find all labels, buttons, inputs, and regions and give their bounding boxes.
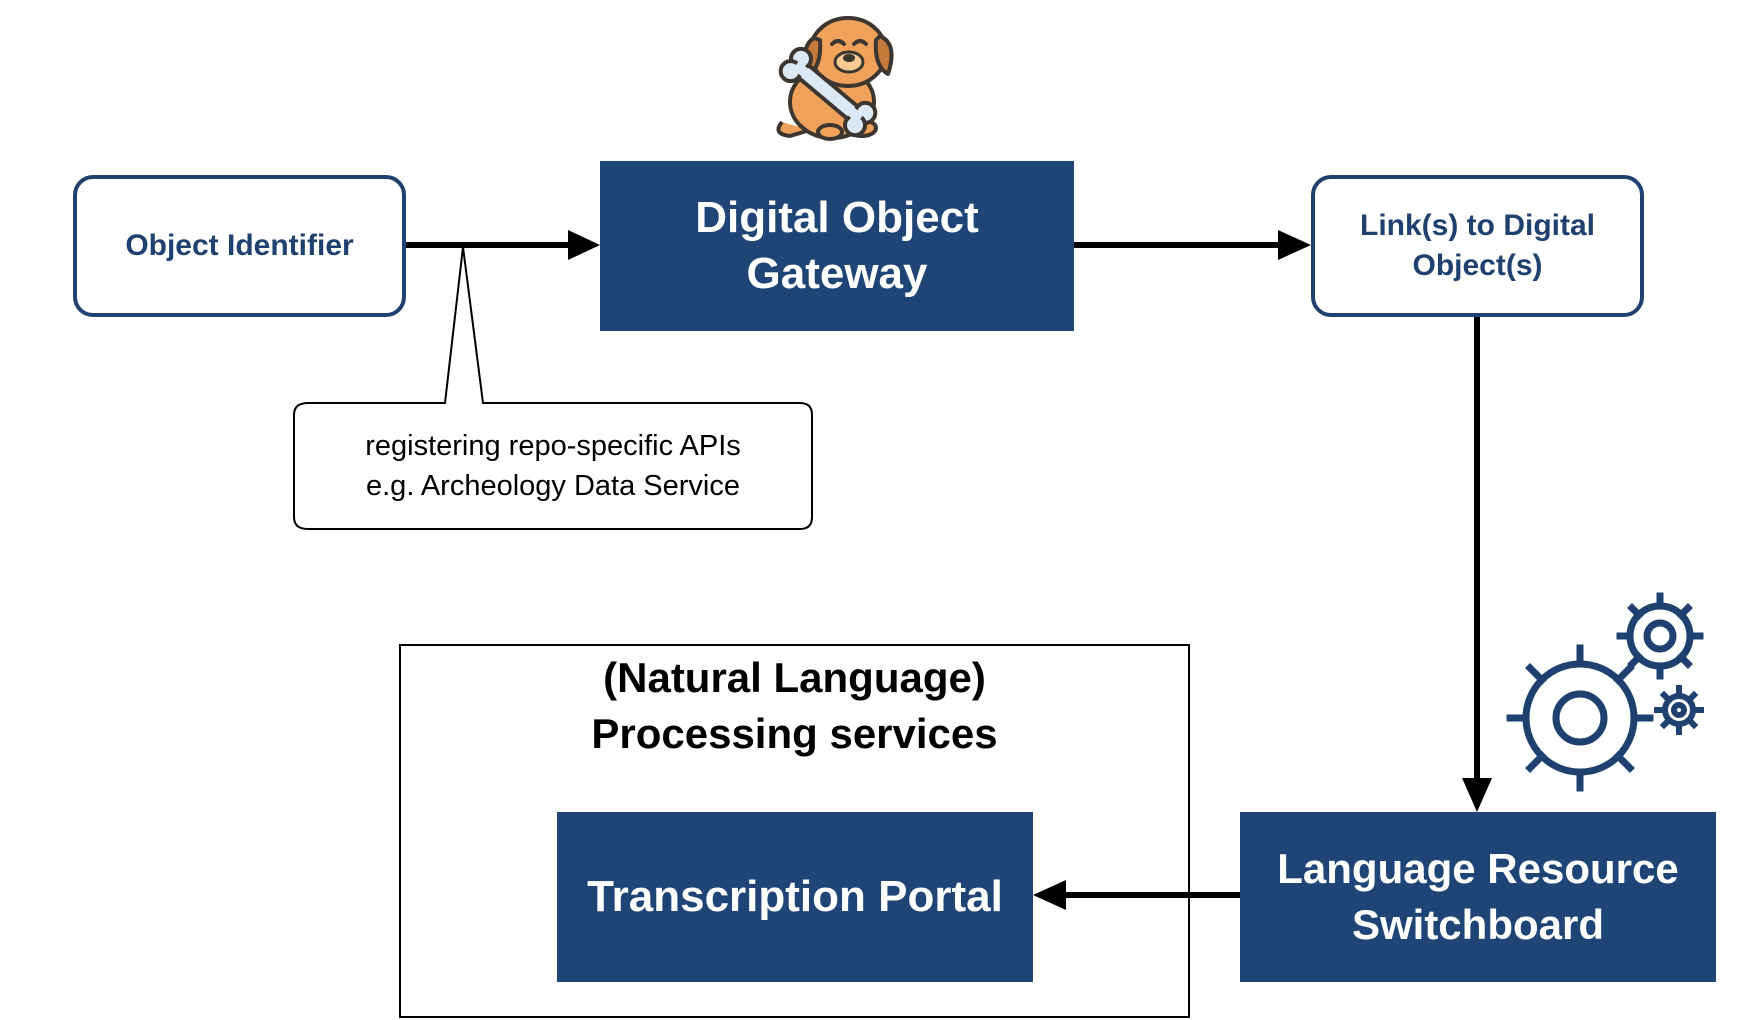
arrow-identifier-to-gateway <box>406 230 600 260</box>
object-identifier-label: Object Identifier <box>125 229 354 262</box>
links-to-digital-objects-label: Link(s) to Digital Object(s) <box>1360 209 1595 282</box>
callout-bubble <box>293 246 813 530</box>
language-resource-switchboard-box: Language Resource Switchboard <box>1240 812 1716 982</box>
language-resource-switchboard-label: Language Resource Switchboard <box>1277 845 1679 948</box>
arrow-switchboard-to-transcription <box>1033 880 1240 910</box>
transcription-portal-label: Transcription Portal <box>587 872 1003 921</box>
processing-services-title: (Natural Language) Processing services <box>400 650 1189 762</box>
transcription-portal-box: Transcription Portal <box>557 812 1033 982</box>
arrow-gateway-to-links <box>1074 230 1311 260</box>
links-to-digital-objects-box: Link(s) to Digital Object(s) <box>1311 175 1644 317</box>
digital-object-gateway-box: Digital Object Gateway <box>600 161 1074 331</box>
object-identifier-box: Object Identifier <box>73 175 406 317</box>
gears-icon <box>1506 592 1704 792</box>
callout-label: registering repo-specific APIs e.g. Arch… <box>365 430 741 502</box>
dog-with-bone-icon <box>776 16 894 141</box>
processing-services-label: (Natural Language) Processing services <box>591 654 998 757</box>
callout-text: registering repo-specific APIs e.g. Arch… <box>294 403 812 529</box>
arrow-links-to-switchboard <box>1462 317 1492 812</box>
digital-object-gateway-label: Digital Object Gateway <box>695 193 979 298</box>
processing-services-group <box>399 644 1190 1018</box>
